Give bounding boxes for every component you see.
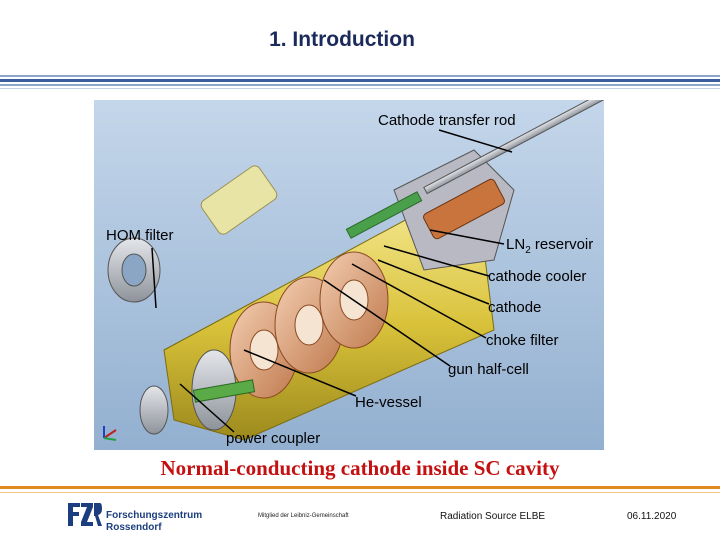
leader-hom-filter [151,247,157,309]
label-power-coupler: power coupler [226,430,321,447]
leader-gun-half-cell [323,279,451,367]
leader-cathode [377,259,490,305]
member-text: Mitglied der Leibniz-Gemeinschaft [258,513,349,519]
label-gun-half-cell: gun half-cell [448,361,529,378]
footer-project: Radiation Source ELBE [440,511,546,522]
label-cathode-cooler: cathode cooler [488,268,587,285]
cavity-illustration: Cathode transfer rod HOM filter LN2 rese… [94,100,604,450]
fzr-logo [66,499,102,529]
leader-ln2 [429,229,505,245]
label-he-vessel: He-vessel [355,394,422,411]
organization-name: Forschungszentrum Rossendorf [106,510,202,534]
fzr-logo-mark [66,499,102,529]
org-line-2: Rossendorf [106,522,162,533]
leader-he-vessel [243,349,357,397]
slide-title: 1. Introduction [269,28,415,51]
label-ln2-reservoir: LN2 reservoir [506,236,593,256]
label-cathode-transfer-rod: Cathode transfer rod [378,112,516,129]
leader-transfer-rod [438,129,513,153]
label-choke-filter: choke filter [486,332,559,349]
footer-date: 06.11.2020 [627,511,677,522]
org-line-1: Forschungszentrum [106,510,203,521]
slide-caption: Normal-conducting cathode inside SC cavi… [160,456,560,480]
ln2-rest: reservoir [530,236,594,253]
leader-choke-filter [351,263,487,339]
leader-cathode-cooler [383,245,490,277]
cavity-drawing [94,100,604,450]
label-cathode: cathode [488,299,542,316]
ln2-subscript: 2 [525,245,531,256]
label-hom-filter: HOM filter [106,227,174,244]
ln2-main: LN [506,236,526,253]
leader-power-coupler [179,383,235,433]
